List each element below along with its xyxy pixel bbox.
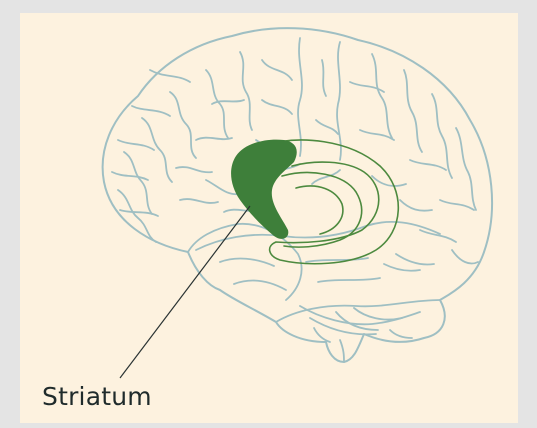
striatum-label: Striatum [42,382,152,411]
brain-folds [112,38,478,362]
